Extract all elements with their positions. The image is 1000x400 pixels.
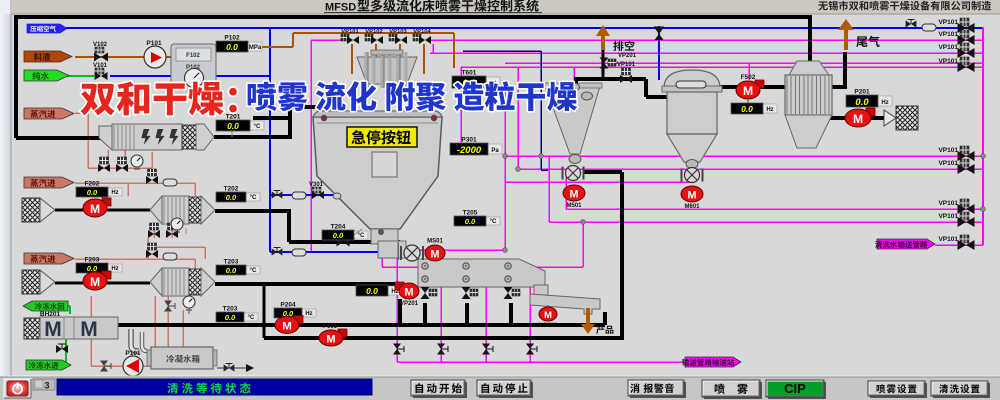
svg-text:VP101: VP101 [938,31,958,38]
svg-text:T203: T203 [224,259,239,266]
svg-text:VP101: VP101 [938,236,958,243]
svg-text:Hz: Hz [391,289,398,295]
svg-text:M: M [853,112,863,126]
svg-text:0.0: 0.0 [741,104,753,114]
svg-text:T201: T201 [226,114,241,121]
svg-text:0.0: 0.0 [226,193,237,202]
svg-text:T205: T205 [463,210,478,217]
svg-text:M: M [90,202,100,216]
svg-text:VP101: VP101 [938,200,958,207]
svg-text:°C: °C [254,124,261,130]
svg-text:P201: P201 [854,89,870,96]
svg-text:0.0: 0.0 [366,286,378,296]
svg-text:F502: F502 [741,74,756,81]
svg-text:M: M [282,321,292,333]
svg-text:0.0: 0.0 [465,217,476,226]
svg-text:0.0: 0.0 [855,97,869,108]
svg-text:P101: P101 [146,40,162,47]
svg-text:P102: P102 [224,35,240,42]
svg-text:F202: F202 [85,181,100,188]
svg-text:T202: T202 [224,186,239,193]
svg-text:P301: P301 [461,137,477,144]
svg-text:0.0: 0.0 [226,42,238,52]
svg-text:VP101: VP101 [938,160,958,167]
svg-text:CIP: CIP [784,381,806,396]
svg-text:M: M [90,275,100,289]
svg-text:°C: °C [358,233,365,239]
svg-text:M: M [544,310,552,321]
svg-text:M: M [743,84,753,98]
svg-text:MPa: MPa [249,45,262,51]
svg-text:°C: °C [490,219,497,225]
svg-text:P101: P101 [125,350,141,357]
svg-text:VS201: VS201 [539,323,558,329]
svg-text:F102: F102 [186,53,200,59]
svg-text:M501: M501 [566,203,582,209]
svg-text:M: M [405,286,414,298]
svg-text:VP201: VP201 [618,53,637,59]
svg-text:VP201: VP201 [400,301,419,307]
svg-text:T203: T203 [223,306,238,313]
svg-text:VP101: VP101 [341,29,359,35]
svg-text:M: M [327,333,336,345]
svg-text:BH201: BH201 [40,311,61,318]
svg-text:M: M [570,188,579,200]
svg-text:Hz: Hz [111,266,118,272]
svg-text:Pa: Pa [491,148,499,154]
svg-text:M: M [44,318,62,341]
svg-text:0.0: 0.0 [227,121,239,131]
svg-text:P601: P601 [323,324,338,330]
svg-text:M: M [431,248,440,260]
svg-text:0.0: 0.0 [226,266,237,275]
svg-text:MFSD: MFSD [325,2,356,14]
svg-text:VP101: VP101 [617,62,636,68]
svg-text:M: M [80,318,98,341]
svg-text:3: 3 [44,381,49,391]
svg-text:0.0: 0.0 [87,264,98,273]
svg-text:°C: °C [250,268,257,274]
svg-text:V101: V101 [93,63,108,69]
svg-text:VP101: VP101 [938,147,958,154]
svg-text:VP101: VP101 [938,19,958,26]
svg-text:VP103: VP103 [389,29,407,35]
svg-text:T204: T204 [331,224,346,231]
svg-text:-2000: -2000 [457,145,482,156]
svg-text:V102: V102 [93,42,108,48]
svg-text:M601: M601 [684,204,700,210]
svg-text:0.0: 0.0 [225,313,236,322]
svg-text:Hz: Hz [881,100,888,106]
svg-text:VP101: VP101 [938,58,958,65]
svg-text:V301: V301 [309,182,324,188]
svg-text:°C: °C [248,315,255,321]
svg-text:VP102: VP102 [365,29,382,35]
svg-text:P204: P204 [280,302,296,309]
svg-text:M: M [688,189,697,201]
svg-text:Hz: Hz [305,311,312,317]
svg-text:Hz: Hz [766,107,773,113]
svg-text:0.0: 0.0 [283,309,294,318]
svg-text:VP101: VP101 [938,44,958,51]
svg-text:0.0: 0.0 [87,188,98,197]
svg-text:T601: T601 [462,70,477,77]
svg-text:VP101: VP101 [938,213,958,220]
svg-text:°C: °C [250,195,257,201]
svg-text:F203: F203 [85,257,100,264]
svg-text:0.0: 0.0 [333,231,344,240]
svg-text:VP104: VP104 [413,29,431,35]
svg-text:MS01: MS01 [427,239,443,245]
svg-text:Hz: Hz [111,190,118,196]
